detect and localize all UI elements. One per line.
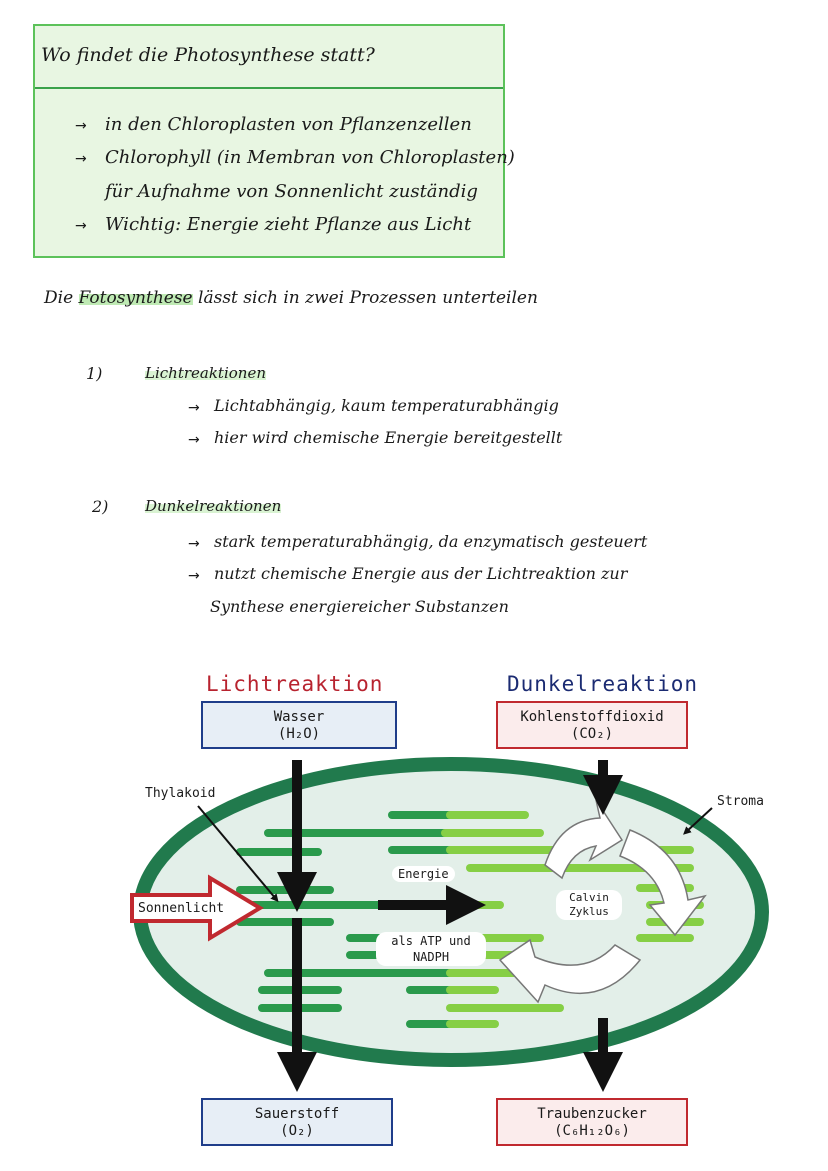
summary-bullet: für Aufnahme von Sonnenlicht zuständig (105, 181, 478, 202)
pointer-lines (197, 805, 713, 903)
process-point: Synthese energiereicher Substanzen (210, 597, 509, 616)
atp-nadph-label: als ATP und NADPH (376, 932, 486, 966)
oxygen-box: Sauerstoff (O₂) (201, 1098, 393, 1146)
energy-label: Energie (392, 866, 455, 882)
glucose-box: Traubenzucker (C₆H₁₂O₆) (496, 1098, 688, 1146)
process-number: 2) (92, 497, 109, 516)
thylakoid-label: Thylakoid (145, 786, 216, 801)
intro-highlight: Fotosynthese (78, 288, 193, 308)
arrow-icon: → (75, 218, 87, 234)
water-formula: (H₂O) (277, 726, 321, 742)
summary-bullet: in den Chloroplasten von Pflanzenzellen (105, 114, 472, 135)
summary-title: Wo findet die Photosynthese statt? (41, 44, 375, 66)
calvin-cycle-label: Calvin Zyklus (556, 890, 622, 920)
summary-divider (35, 87, 503, 89)
intro-after: lässt sich in zwei Prozessen unterteilen (198, 288, 538, 308)
summary-box: Wo findet die Photosynthese statt? → in … (33, 24, 515, 258)
process-point: stark temperaturabhängig, da enzymatisch… (214, 532, 648, 551)
process-point: Lichtabhängig, kaum temperaturabhängig (214, 396, 559, 415)
summary-bullet: Chlorophyll (in Membran von Chloroplaste… (105, 147, 515, 168)
process-number: 1) (86, 364, 103, 383)
glucose-formula: (C₆H₁₂O₆) (554, 1123, 630, 1139)
arrow-icon: → (75, 118, 87, 134)
process-title: Lichtreaktionen (145, 364, 266, 382)
intro-sentence: Die Fotosynthese lässt sich in zwei Proz… (44, 288, 538, 308)
light-reaction-heading: Lichtreaktion (206, 672, 384, 696)
arrow-icon: → (188, 432, 200, 448)
sunlight-arrow (130, 874, 264, 942)
co2-box: Kohlenstoffdioxid (CO₂) (496, 701, 688, 749)
process-point: hier wird chemische Energie bereitgestel… (214, 428, 563, 447)
calvin-cycle-arrows (498, 799, 707, 1004)
flow-arrows (277, 760, 623, 1092)
sunlight-label: Sonnenlicht (138, 901, 225, 916)
co2-name: Kohlenstoffdioxid (520, 709, 664, 725)
oxygen-formula: (O₂) (280, 1123, 314, 1139)
process-title: Dunkelreaktionen (145, 497, 282, 515)
co2-formula: (CO₂) (570, 726, 614, 742)
process-point: nutzt chemische Energie aus der Lichtrea… (214, 564, 628, 583)
dark-reaction-heading: Dunkelreaktion (507, 672, 699, 696)
stroma-label: Stroma (717, 794, 764, 809)
arrow-icon: → (188, 400, 200, 416)
arrow-icon: → (188, 536, 200, 552)
arrow-icon: → (75, 151, 87, 167)
intro-before: Die (44, 288, 74, 308)
water-box: Wasser (H₂O) (201, 701, 397, 749)
arrow-icon: → (188, 568, 200, 584)
glucose-name: Traubenzucker (537, 1106, 647, 1122)
water-name: Wasser (273, 709, 325, 725)
summary-bullet: Wichtig: Energie zieht Pflanze aus Licht (105, 214, 472, 235)
oxygen-name: Sauerstoff (254, 1106, 340, 1122)
